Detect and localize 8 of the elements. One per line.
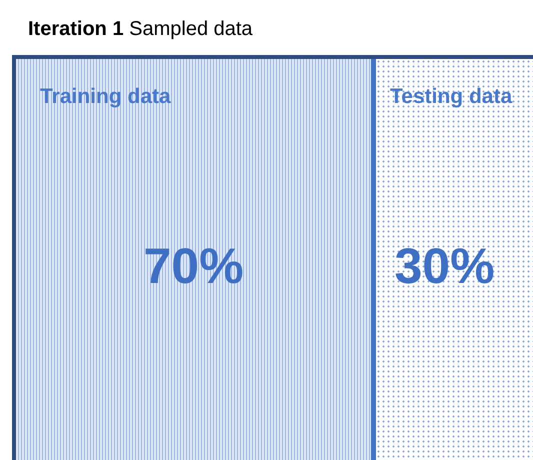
testing-data-panel	[376, 59, 533, 460]
diagram-title: Iteration 1 Sampled data	[28, 18, 253, 41]
outer-frame	[12, 55, 533, 460]
percentage-value: 30%	[393, 237, 496, 295]
training-data-panel	[16, 59, 376, 460]
panel-heading: Training data	[40, 85, 171, 109]
panel-heading: Testing data	[390, 85, 512, 109]
percentage-value: 70%	[142, 237, 245, 295]
